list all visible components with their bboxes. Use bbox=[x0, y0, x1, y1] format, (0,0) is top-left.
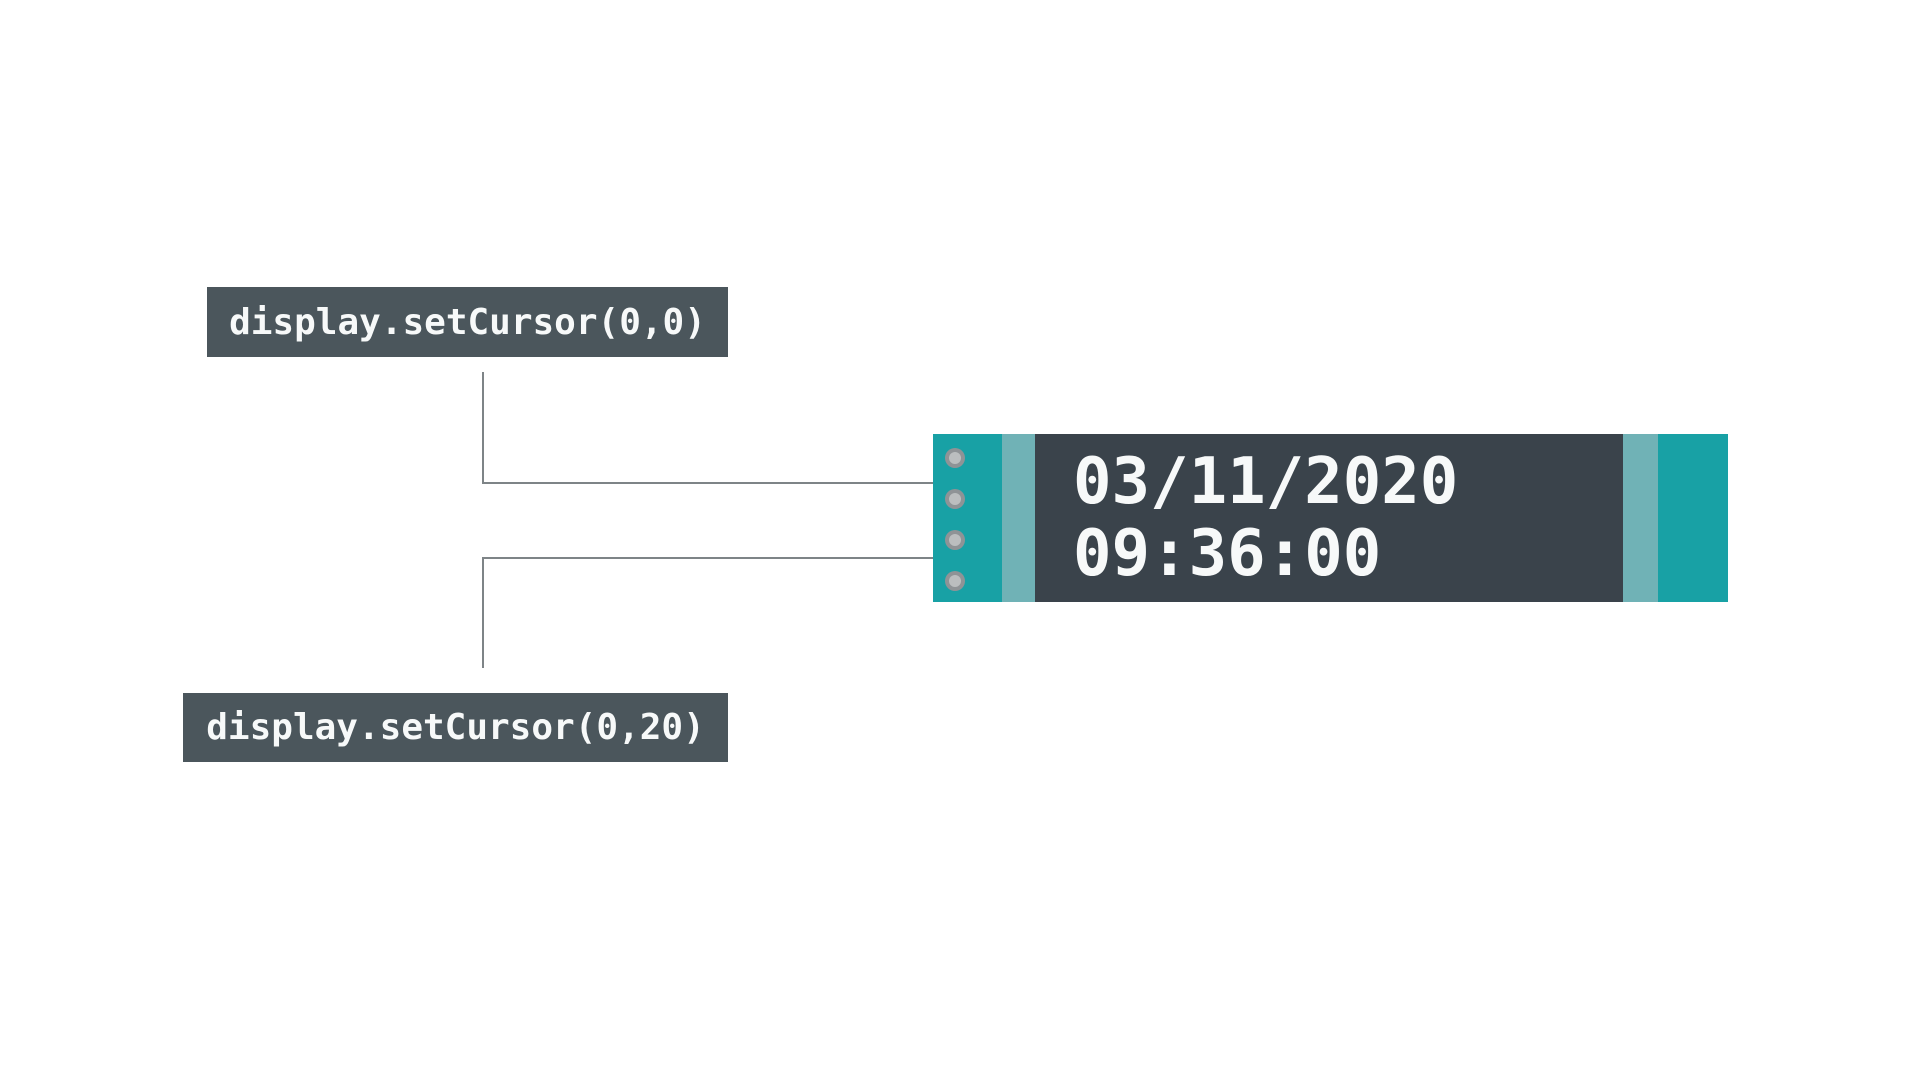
solder-pin-4-core bbox=[949, 575, 961, 587]
oled-screen: 03/11/2020 09:36:00 bbox=[1035, 434, 1623, 602]
oled-display-module: 03/11/2020 09:36:00 bbox=[933, 434, 1728, 602]
oled-date-line: 03/11/2020 bbox=[1073, 445, 1459, 519]
connector-bottom-vertical-line bbox=[482, 557, 484, 668]
connector-bottom-horizontal-line bbox=[482, 557, 1060, 559]
set-cursor-0-0-label: display.setCursor(0,0) bbox=[207, 287, 728, 357]
solder-pin-1-core bbox=[949, 452, 961, 464]
solder-pin-2 bbox=[945, 489, 965, 509]
set-cursor-0-20-text: display.setCursor(0,20) bbox=[206, 707, 705, 748]
screen-bezel-left bbox=[1002, 434, 1035, 602]
screen-bezel-right bbox=[1623, 434, 1658, 602]
solder-pin-1 bbox=[945, 448, 965, 468]
solder-pin-2-core bbox=[949, 493, 961, 505]
solder-pin-3-core bbox=[949, 534, 961, 546]
solder-pin-3 bbox=[945, 530, 965, 550]
connector-top-vertical-line bbox=[482, 372, 484, 484]
pcb-left-edge bbox=[933, 434, 1002, 602]
connector-top-horizontal-line bbox=[482, 482, 1060, 484]
solder-pin-4 bbox=[945, 571, 965, 591]
set-cursor-0-20-label: display.setCursor(0,20) bbox=[183, 693, 728, 762]
set-cursor-0-0-text: display.setCursor(0,0) bbox=[229, 301, 706, 343]
pcb-right-edge bbox=[1658, 434, 1728, 602]
oled-time-line: 09:36:00 bbox=[1073, 517, 1382, 591]
